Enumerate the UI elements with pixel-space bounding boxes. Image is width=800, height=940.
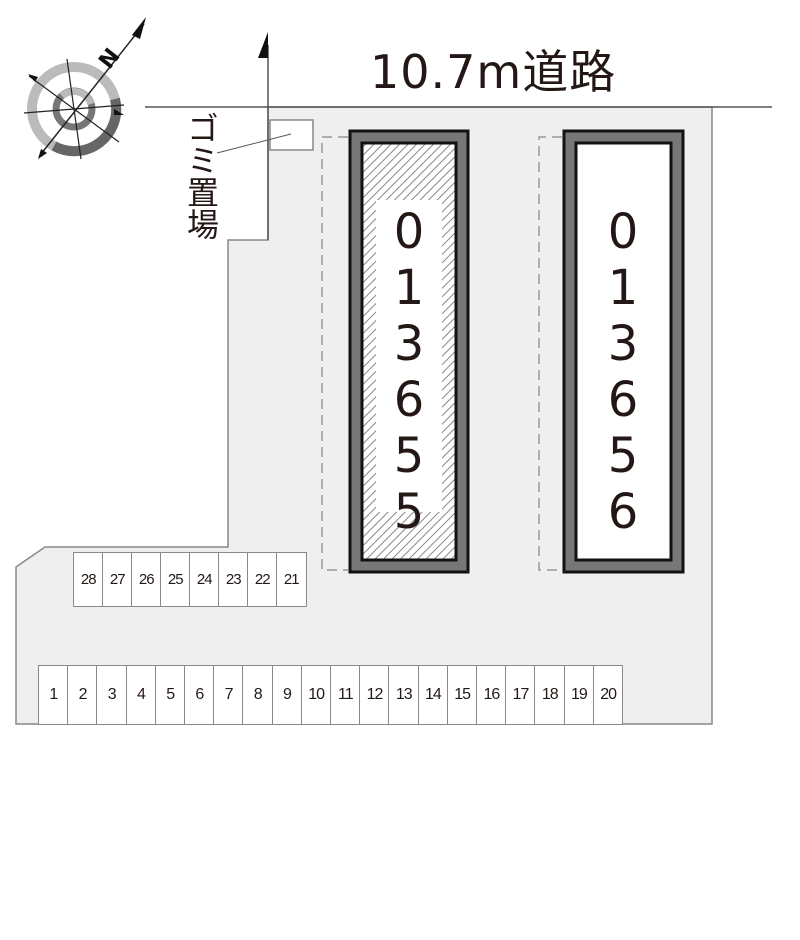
parking-space-25[interactable]: 25 <box>160 552 191 607</box>
parking-space-12[interactable]: 12 <box>359 665 390 725</box>
parking-space-16[interactable]: 16 <box>476 665 507 725</box>
parking-space-17[interactable]: 17 <box>505 665 536 725</box>
parking-space-21[interactable]: 21 <box>276 552 307 607</box>
building-1-dashed-outline <box>321 136 348 571</box>
building-1-number[interactable]: 013655 <box>393 204 425 540</box>
parking-space-20[interactable]: 20 <box>592 665 624 725</box>
garbage-area <box>269 119 314 151</box>
parking-space-8[interactable]: 8 <box>242 665 274 725</box>
parking-space-26[interactable]: 26 <box>131 552 162 607</box>
parking-space-27[interactable]: 27 <box>102 552 133 607</box>
entrance-arrow-icon <box>258 32 268 58</box>
parking-space-14[interactable]: 14 <box>417 665 449 725</box>
building-2-number[interactable]: 013656 <box>607 204 639 540</box>
parking-space-28[interactable]: 28 <box>73 552 104 607</box>
garbage-leader-line <box>216 133 292 154</box>
parking-space-9[interactable]: 9 <box>271 665 303 725</box>
parking-space-24[interactable]: 24 <box>189 552 220 607</box>
parking-space-11[interactable]: 11 <box>330 665 361 725</box>
parking-space-19[interactable]: 19 <box>563 665 595 725</box>
parking-space-23[interactable]: 23 <box>218 552 249 607</box>
parking-space-22[interactable]: 22 <box>247 552 278 607</box>
parking-space-10[interactable]: 10 <box>300 665 332 725</box>
parking-space-1[interactable]: 1 <box>38 665 69 725</box>
parking-space-3[interactable]: 3 <box>96 665 128 725</box>
parking-space-6[interactable]: 6 <box>184 665 215 725</box>
parking-space-13[interactable]: 13 <box>388 665 420 725</box>
parking-space-4[interactable]: 4 <box>125 665 157 725</box>
parking-space-15[interactable]: 15 <box>446 665 478 725</box>
road-label: 10.7m道路 <box>370 45 617 99</box>
garbage-area-label: ゴミ置場 <box>182 112 220 240</box>
parking-space-7[interactable]: 7 <box>213 665 244 725</box>
building-2-dashed-outline <box>538 136 562 571</box>
parking-space-2[interactable]: 2 <box>67 665 98 725</box>
compass-icon <box>23 17 146 160</box>
building-2-interior <box>574 141 673 562</box>
parking-space-18[interactable]: 18 <box>534 665 566 725</box>
building-1-label-area <box>376 200 442 512</box>
parking-space-5[interactable]: 5 <box>154 665 186 725</box>
